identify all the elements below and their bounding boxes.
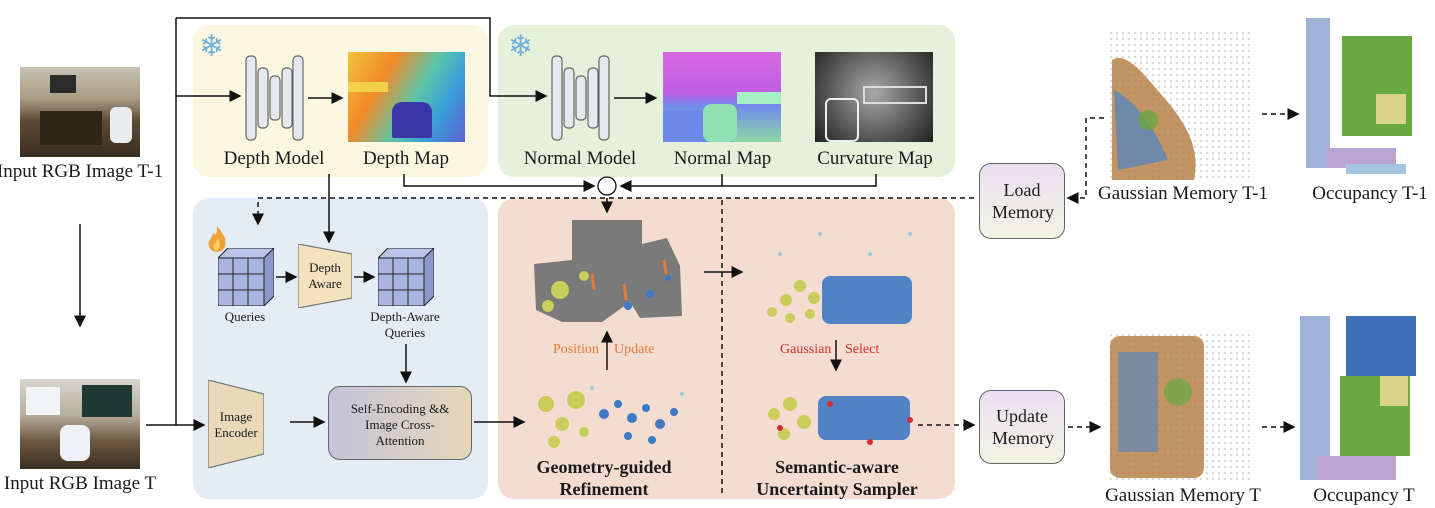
snowflake-icon: ❄	[199, 30, 225, 63]
snowflake-icon: ❄	[508, 30, 534, 63]
gaussian-label: Gaussian	[780, 342, 832, 357]
normal-model-label: Normal Model	[523, 148, 637, 169]
occupancy-prev-label: Occupancy T-1	[1312, 183, 1428, 204]
depth-map-image	[348, 52, 465, 142]
normal-model-icon	[550, 52, 610, 144]
queries-cube	[216, 246, 276, 308]
gaussian-memory-curr-image	[1108, 332, 1254, 482]
queries-label: Queries	[224, 309, 266, 324]
self-encoding-label: Self-Encoding && Image Cross-Attention	[350, 401, 450, 448]
sampler-cloud-bottom	[760, 374, 920, 454]
sampler-title: Semantic-aware Uncertainty Sampler	[756, 457, 918, 499]
depth-aware-label: Depth Aware	[308, 260, 342, 291]
occupancy-curr-image	[1296, 316, 1426, 484]
input-label-curr: Input RGB Image T	[3, 473, 157, 494]
gaussian-memory-prev-label: Gaussian Memory T-1	[1098, 183, 1268, 204]
update-memory-label: Update Memory	[992, 406, 1054, 448]
curvature-map-label: Curvature Map	[817, 148, 933, 169]
flame-icon	[205, 224, 229, 256]
update-memory-box: Update Memory	[979, 390, 1065, 464]
depth-map-label: Depth Map	[362, 148, 449, 169]
input-image-curr	[20, 379, 140, 469]
depth-model-icon	[244, 52, 304, 144]
depth-model-label: Depth Model	[223, 148, 325, 169]
sampler-cloud-top	[760, 214, 920, 336]
occupancy-prev-image	[1306, 14, 1426, 176]
geometry-depth-cloud	[532, 214, 692, 336]
load-memory-label: Load Memory	[992, 180, 1054, 222]
geometry-title: Geometry-guided Refinement	[536, 457, 672, 499]
input-image-prev	[20, 67, 140, 157]
geometry-gaussian-cloud	[532, 374, 692, 454]
depth-aware-queries-label: Depth-Aware Queries	[370, 309, 440, 340]
curvature-map-image	[815, 52, 933, 142]
position-label: Position	[553, 342, 599, 357]
image-encoder-label: Image Encoder	[214, 409, 258, 440]
normal-map-image	[663, 52, 781, 142]
input-label-prev: Input RGB Image T-1	[0, 161, 164, 182]
update-label: Update	[614, 342, 655, 357]
occupancy-curr-label: Occupancy T	[1313, 485, 1415, 506]
load-memory-box: Load Memory	[979, 163, 1065, 239]
gaussian-memory-curr-label: Gaussian Memory T	[1105, 485, 1261, 506]
self-encoding-box: Self-Encoding && Image Cross-Attention	[328, 386, 472, 460]
select-label: Select	[845, 342, 880, 357]
normal-map-label: Normal Map	[673, 148, 772, 169]
gaussian-memory-prev-image	[1108, 30, 1254, 180]
